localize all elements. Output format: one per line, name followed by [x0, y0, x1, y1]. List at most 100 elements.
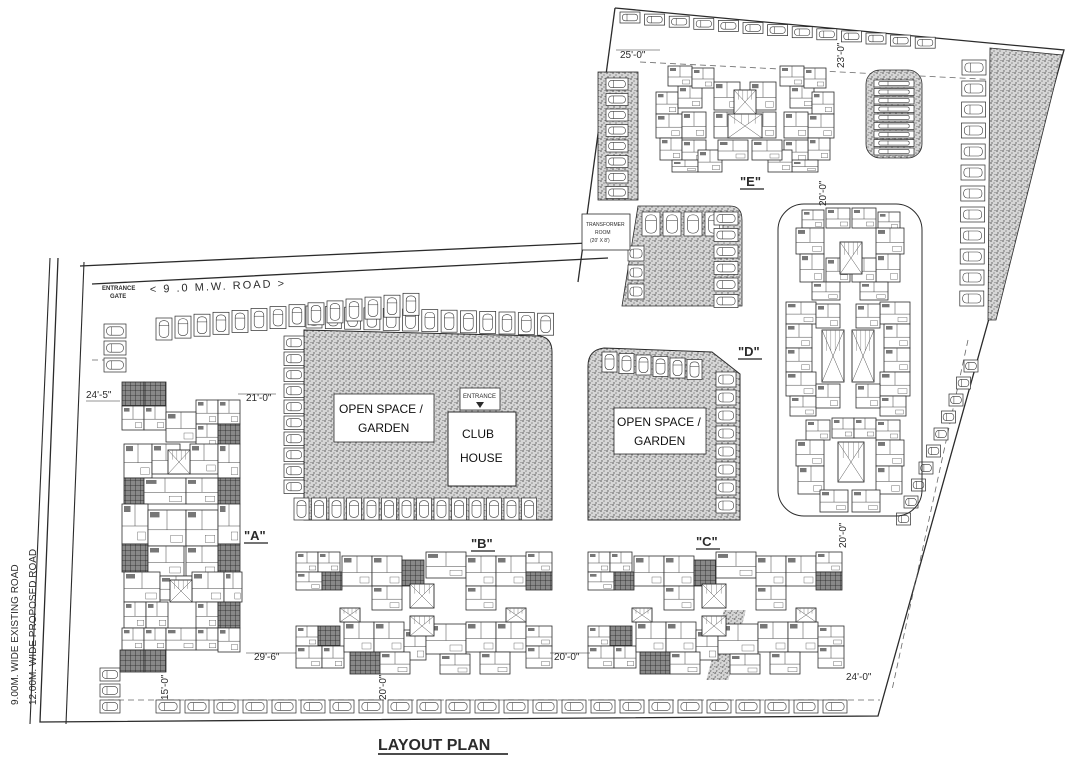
flat-unit	[373, 621, 405, 653]
parking-stall	[713, 277, 739, 292]
parking-stall	[715, 389, 737, 406]
parking-stall	[933, 427, 949, 441]
flat-unit	[795, 439, 825, 467]
parking-stall	[358, 699, 384, 714]
flat-unit	[681, 111, 707, 139]
bottom-boundary-parking	[155, 699, 848, 714]
parking-stall	[283, 447, 305, 462]
parking-stall	[486, 497, 502, 521]
parking-stall	[960, 143, 986, 160]
parking-stall	[307, 302, 325, 326]
flat-unit	[791, 159, 819, 173]
flat-unit	[803, 67, 827, 89]
parking-stall	[873, 88, 915, 96]
flat-unit	[805, 419, 831, 441]
right-strip-parking	[959, 59, 987, 307]
parking-stall	[941, 410, 956, 424]
building-b-plan	[295, 551, 553, 675]
parking-stall	[590, 699, 616, 714]
flat-unit	[195, 601, 219, 629]
parking-stall	[918, 461, 934, 475]
flat-unit	[729, 653, 761, 675]
flat-unit	[609, 551, 633, 573]
building-a-label: "A"	[244, 528, 266, 543]
parking-stall	[416, 699, 442, 714]
parking-stall	[329, 699, 355, 714]
transformer-label: TRANSFORMER ROOM (20' X 8')	[586, 222, 625, 244]
parking-stall	[715, 479, 737, 496]
flat-unit	[851, 489, 881, 513]
parking-stall	[293, 497, 310, 521]
dim-29-6: 29'-6"	[254, 652, 280, 663]
flat-unit	[851, 207, 877, 229]
garden-2-right-parking	[715, 371, 737, 514]
parking-stall	[627, 283, 645, 300]
flat-unit	[663, 555, 695, 587]
stair-core	[409, 615, 435, 637]
parking-stall	[961, 59, 987, 76]
parking-stall	[283, 335, 305, 350]
e-right-parking	[873, 79, 915, 156]
flat-unit	[217, 601, 241, 629]
flat-unit	[671, 159, 699, 173]
dim-24-0: 24'-0"	[846, 672, 872, 683]
parking-stall	[99, 667, 121, 682]
flat-unit	[717, 139, 749, 161]
parking-stall	[742, 22, 764, 34]
flat-unit	[783, 111, 809, 139]
flat-unit	[185, 509, 219, 547]
flat-unit	[165, 411, 197, 443]
parking-stall	[242, 699, 268, 714]
flat-unit	[185, 545, 219, 577]
parking-stall	[767, 24, 788, 36]
flat-unit	[817, 645, 845, 669]
parking-stall	[652, 356, 669, 377]
building-d-label: "D"	[738, 344, 760, 359]
flat-unit	[769, 651, 801, 675]
flat-unit	[371, 585, 403, 611]
flat-unit	[693, 559, 717, 587]
flat-unit	[785, 555, 817, 587]
flat-unit	[189, 443, 219, 475]
flat-unit	[665, 621, 697, 653]
flat-unit	[855, 383, 881, 409]
stair-core	[169, 579, 193, 603]
right-gravel-strip	[987, 47, 1063, 321]
parking-stall	[619, 699, 645, 714]
flat-unit	[587, 625, 611, 647]
parking-stall	[635, 354, 652, 376]
flat-unit	[495, 621, 527, 653]
flat-unit	[613, 645, 637, 669]
parking-stall	[283, 463, 305, 478]
flat-unit	[123, 477, 145, 505]
flat-unit	[825, 207, 851, 229]
parking-stall	[328, 497, 345, 521]
flat-unit	[465, 621, 497, 653]
stair-core	[339, 607, 361, 623]
parking-stall	[212, 311, 230, 335]
parking-stall	[960, 185, 986, 202]
parking-stall	[440, 309, 458, 333]
parking-stall	[793, 699, 819, 714]
parking-stall	[873, 113, 915, 122]
flat-unit	[321, 571, 343, 591]
flat-unit	[635, 621, 667, 653]
flat-unit	[123, 601, 147, 629]
transformer-line-2: ROOM	[595, 230, 611, 236]
flat-unit	[185, 477, 219, 505]
parking-stall	[911, 478, 926, 492]
flat-unit	[525, 571, 553, 591]
parking-stall	[873, 79, 915, 88]
parking-stall	[669, 357, 686, 379]
flat-unit	[883, 347, 911, 373]
parking-stall	[903, 495, 919, 509]
flat-unit	[343, 621, 375, 653]
flat-unit	[217, 503, 241, 545]
parking-stall	[155, 317, 173, 341]
flat-unit	[195, 399, 219, 425]
dim-15-0: 15'-0"	[160, 674, 171, 700]
parking-stall	[822, 699, 848, 714]
parking-stall	[174, 315, 192, 339]
parking-stall	[715, 407, 737, 424]
